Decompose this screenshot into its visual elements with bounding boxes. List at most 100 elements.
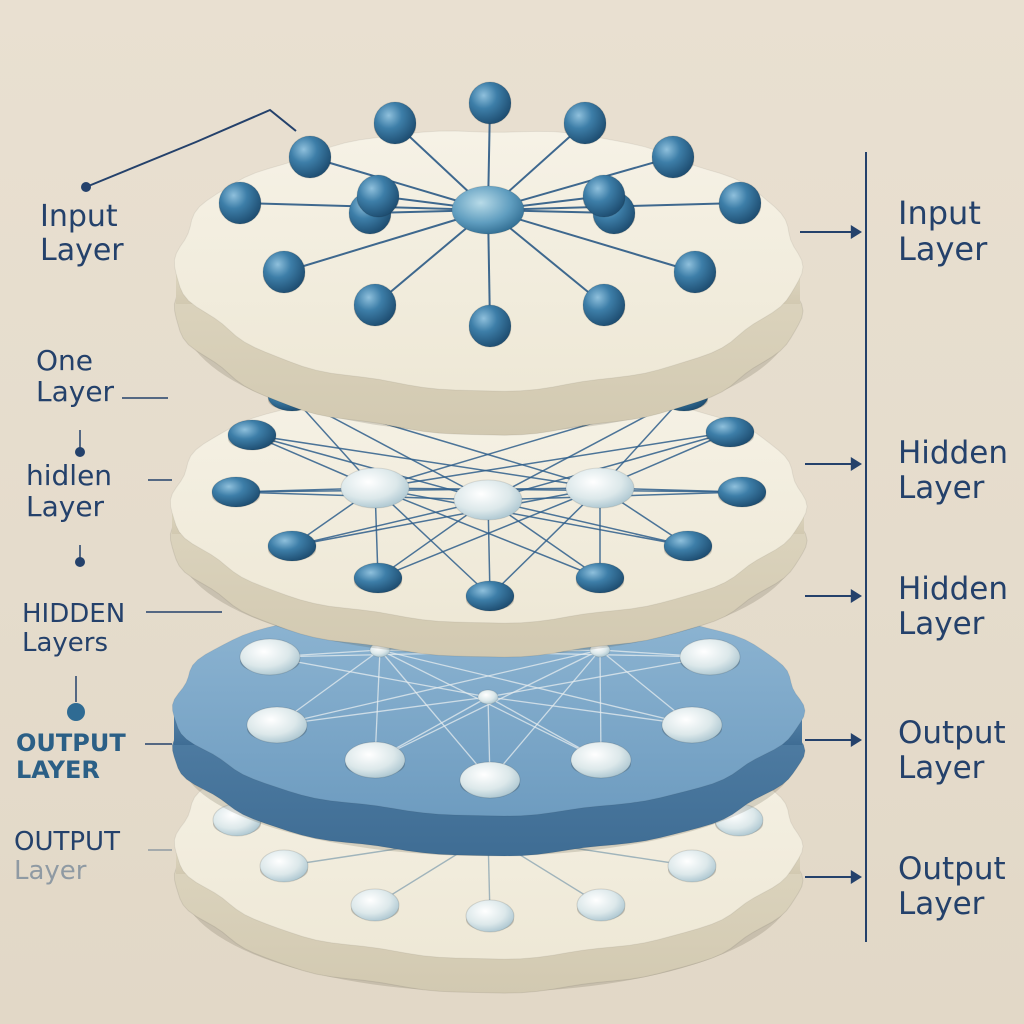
connection-line bbox=[291, 487, 601, 547]
left-label-line2: Layer bbox=[26, 490, 105, 524]
node bbox=[459, 761, 521, 799]
right-label-output-layer-2: Output Layer bbox=[898, 852, 1006, 921]
node bbox=[705, 416, 755, 448]
node bbox=[575, 562, 625, 594]
layer-disks bbox=[169, 81, 808, 994]
arrow-head bbox=[850, 589, 862, 603]
left-label-line1: OUTPUT bbox=[14, 827, 120, 857]
arrow-head bbox=[850, 225, 862, 239]
node bbox=[563, 101, 607, 145]
node bbox=[267, 530, 317, 562]
right-label-hidden-layer-2: Hidden Layer bbox=[898, 572, 1008, 641]
left-label-line2: LAYER bbox=[16, 755, 100, 784]
connection-line bbox=[379, 649, 602, 761]
left-label-output-layer-lower: OUTPUT Layer bbox=[14, 827, 120, 887]
left-label-line2: Layers bbox=[22, 628, 109, 659]
left-leader-line bbox=[85, 108, 297, 188]
left-label-line2: Layer bbox=[14, 856, 87, 887]
connection-line bbox=[374, 649, 601, 761]
node bbox=[344, 741, 406, 779]
input-layer-disk bbox=[173, 81, 804, 436]
left-label-one-layer: One Layer bbox=[36, 345, 114, 408]
node bbox=[353, 562, 403, 594]
left-label-hidden-layer: hidlen Layer bbox=[26, 460, 112, 523]
arrow-head bbox=[850, 457, 862, 471]
node bbox=[673, 250, 717, 294]
hub-node bbox=[451, 185, 525, 235]
connection-line bbox=[489, 487, 601, 597]
node bbox=[288, 135, 332, 179]
hidden-layer-disk-blue bbox=[171, 595, 806, 857]
node bbox=[262, 250, 306, 294]
label-connectors bbox=[67, 108, 867, 942]
node bbox=[465, 580, 515, 612]
connection-line bbox=[489, 649, 601, 781]
leader-dot bbox=[67, 703, 85, 721]
node bbox=[576, 888, 626, 922]
left-label-line2: Layer bbox=[36, 375, 115, 409]
node bbox=[679, 638, 741, 676]
connection-line bbox=[276, 649, 601, 726]
left-label-input-layer: Input Layer bbox=[40, 200, 124, 267]
node bbox=[373, 101, 417, 145]
right-label-line2: Layer bbox=[898, 229, 988, 268]
hidden-layer-disk bbox=[169, 378, 808, 658]
right-label-line2: Layer bbox=[898, 749, 985, 786]
left-label-output-layer-upper: OUTPUT LAYER bbox=[16, 730, 126, 784]
node bbox=[667, 849, 717, 883]
node bbox=[468, 81, 512, 125]
right-label-line1: Hidden bbox=[898, 435, 1008, 471]
connection-line bbox=[235, 487, 601, 493]
connection-line bbox=[377, 487, 601, 579]
node bbox=[246, 706, 308, 744]
node bbox=[239, 638, 301, 676]
connection-line bbox=[251, 434, 601, 489]
leader-dot bbox=[75, 447, 85, 457]
connection-line bbox=[276, 696, 489, 726]
left-label-line1: OUTPUT bbox=[16, 729, 126, 757]
connection-line bbox=[487, 656, 711, 698]
connection-line bbox=[487, 209, 696, 273]
node bbox=[356, 174, 400, 218]
node bbox=[663, 530, 713, 562]
right-label-output-layer-1: Output Layer bbox=[898, 716, 1006, 785]
right-label-line1: Hidden bbox=[898, 571, 1008, 607]
arrow-head bbox=[850, 733, 862, 747]
leader-dot bbox=[75, 557, 85, 567]
node bbox=[211, 476, 261, 508]
node bbox=[582, 174, 626, 218]
right-label-line1: Output bbox=[898, 715, 1006, 751]
node bbox=[465, 899, 515, 933]
leader-dot bbox=[81, 182, 91, 192]
node bbox=[717, 476, 767, 508]
left-label-line1: One bbox=[36, 344, 94, 377]
connection-line bbox=[374, 487, 491, 597]
connection-line bbox=[283, 209, 489, 273]
left-label-line1: HIDDEN bbox=[22, 599, 126, 629]
node bbox=[259, 849, 309, 883]
arrow-head bbox=[850, 870, 862, 884]
node bbox=[582, 283, 626, 327]
hub-node bbox=[340, 467, 410, 509]
hub-node bbox=[453, 479, 523, 521]
left-label-line1: Input bbox=[40, 199, 118, 234]
node bbox=[570, 741, 632, 779]
hub-node bbox=[565, 467, 635, 509]
node bbox=[350, 888, 400, 922]
right-label-line2: Layer bbox=[898, 605, 985, 642]
right-label-line2: Layer bbox=[898, 469, 985, 506]
node bbox=[353, 283, 397, 327]
connection-line bbox=[487, 696, 693, 726]
right-label-input-layer: Input Layer bbox=[898, 195, 988, 268]
left-label-hidden-layers: HIDDEN Layers bbox=[22, 599, 126, 659]
node bbox=[661, 706, 723, 744]
left-label-line2: Layer bbox=[40, 232, 124, 268]
left-label-line1: hidlen bbox=[26, 459, 113, 492]
connection-line bbox=[599, 649, 602, 761]
connection-line bbox=[379, 649, 693, 726]
right-label-line1: Output bbox=[898, 851, 1006, 887]
connection-line bbox=[374, 487, 743, 493]
hub-node bbox=[477, 689, 499, 705]
connection-line bbox=[291, 499, 489, 547]
